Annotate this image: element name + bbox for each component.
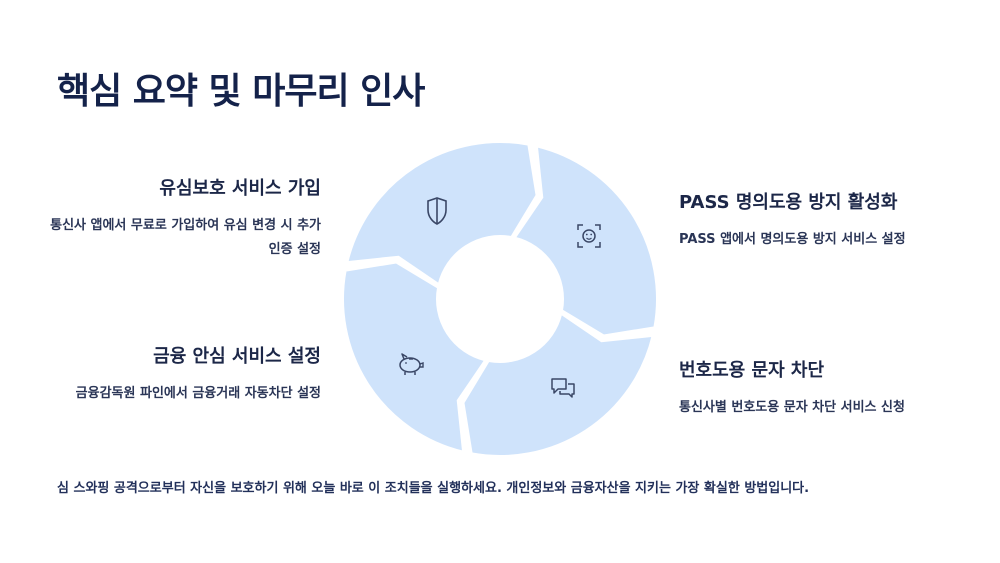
closing-message: 심 스와핑 공격으로부터 자신을 보호하기 위해 오늘 바로 이 조치들을 실행… <box>57 481 810 496</box>
step-usim-protection: 유심보호 서비스 가입 통신사 앱에서 무료로 가입하여 유심 변경 시 추가 … <box>36 174 321 262</box>
step-description: PASS 앱에서 명의도용 방지 서비스 설정 <box>679 232 906 247</box>
piggy-bank-icon <box>399 353 424 375</box>
step-heading: 금융 안심 서비스 설정 <box>153 346 321 367</box>
step-financial-safety: 금융 안심 서비스 설정 금융감독원 파인에서 금융거래 자동차단 설정 <box>36 342 321 406</box>
page-title: 핵심 요약 및 마무리 인사 <box>57 71 425 112</box>
step-description: 통신사별 번호도용 문자 차단 서비스 신청 <box>679 400 905 415</box>
step-description: 통신사 앱에서 무료로 가입하여 유심 변경 시 추가 인증 설정 <box>50 218 321 257</box>
step-sms-block: 번호도용 문자 차단 통신사별 번호도용 문자 차단 서비스 신청 <box>679 356 979 420</box>
segment-financial <box>346 141 538 286</box>
step-pass-identity: PASS 명의도용 방지 활성화 PASS 앱에서 명의도용 방지 서비스 설정 <box>679 188 979 252</box>
step-heading: PASS 명의도용 방지 활성화 <box>679 192 898 213</box>
face-scan-icon <box>577 224 601 248</box>
step-description: 금융감독원 파인에서 금융거래 자동차단 설정 <box>75 386 321 401</box>
step-heading: 번호도용 문자 차단 <box>679 360 825 381</box>
segment-sms <box>342 261 487 453</box>
shield-icon <box>427 197 447 225</box>
segment-pass <box>462 312 654 457</box>
chat-bubbles-icon <box>551 378 575 398</box>
step-heading: 유심보호 서비스 가입 <box>159 178 321 199</box>
